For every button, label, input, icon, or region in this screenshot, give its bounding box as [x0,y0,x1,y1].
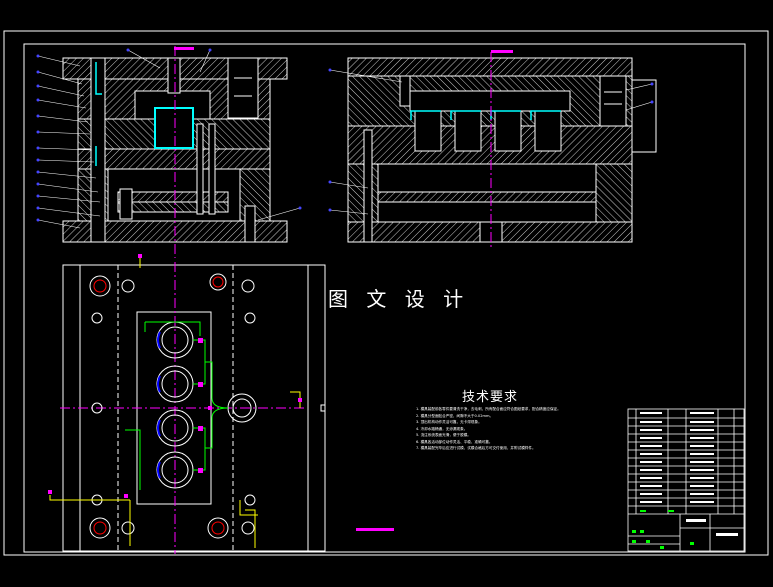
outer-frame [3,30,769,556]
side-section-view [328,50,657,248]
technical-requirements-title: 技术要求 [462,390,519,405]
list-item: 6. 模具各活动部位动作灵活、平稳、准确可靠。 [416,439,493,444]
title-block-green [632,510,694,549]
inner-frame [23,43,746,553]
list-item: 7. 模具装配完毕后应进行试模，试模合格后方可交付使用，并附试模样件。 [416,446,536,450]
technical-requirements-list: 1. 模具装配前各零件要清洗干净，去毛刺，所有配合面应符合图纸要求，配合精度应保… [416,406,616,452]
note-bar [356,528,394,531]
list-item: 3. 顶出机构动作灵活可靠，无卡滞现象。 [416,420,482,424]
list-item: 5. 浇注系统表面光滑，便于脱模。 [416,433,471,437]
list-item: 1. 模具装配前各零件要清洗干净，去毛刺，所有配合面应符合图纸要求，配合精度应保… [416,407,561,411]
title-block-fill [640,412,738,536]
plan-view [48,254,326,554]
title-block [627,408,745,552]
watermark: 图 文 设 计 [328,287,470,311]
list-item: 4. 冷却水路畅通，无渗漏现象。 [416,426,468,431]
front-section-view [36,46,302,258]
list-item: 2. 模具分型面贴合严密，间隙不大于0.02mm。 [416,413,494,418]
